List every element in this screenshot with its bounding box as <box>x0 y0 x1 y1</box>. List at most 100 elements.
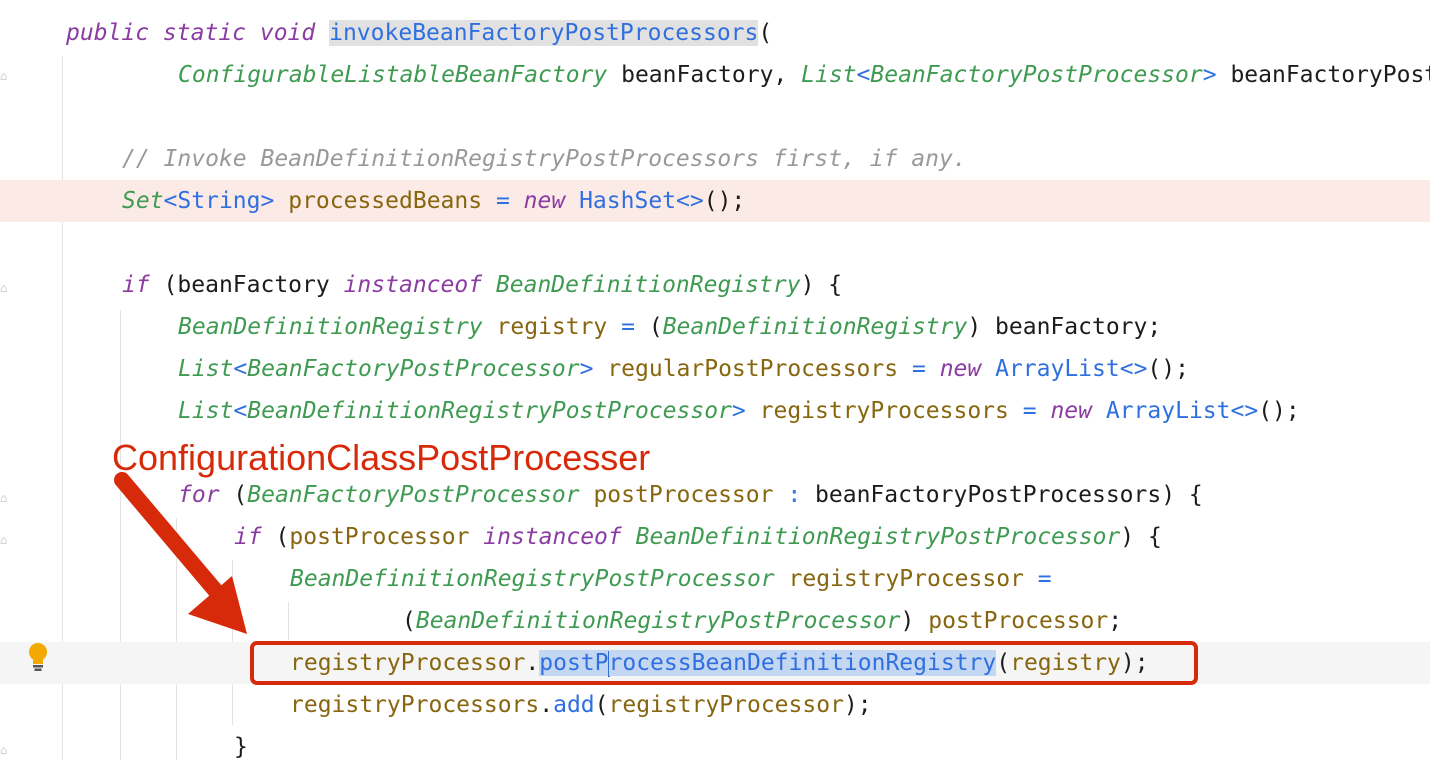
code-line[interactable]: ConfigurableListableBeanFactory beanFact… <box>0 54 1430 96</box>
code-line[interactable]: for (BeanFactoryPostProcessor postProces… <box>0 474 1430 516</box>
fold-marker-icon[interactable]: ⌂ <box>0 533 8 547</box>
code-line[interactable]: BeanDefinitionRegistryPostProcessor regi… <box>0 558 1430 600</box>
code-line[interactable] <box>0 222 1430 264</box>
code-text: public static void invokeBeanFactoryPost… <box>66 12 772 54</box>
code-token: postProcessor <box>928 608 1109 634</box>
fold-marker-icon[interactable]: ⌂ <box>0 491 8 505</box>
code-token: BeanFactoryPostProcessor <box>247 356 580 382</box>
code-token: BeanDefinitionRegistryPostProcessor <box>247 398 732 424</box>
code-token: < <box>856 62 871 88</box>
code-line[interactable]: BeanDefinitionRegistry registry = (BeanD… <box>0 306 1430 348</box>
code-token: // Invoke BeanDefinitionRegistryPostProc… <box>122 146 967 172</box>
annotation-label: ConfigurationClassPostProcesser <box>112 437 651 478</box>
code-token <box>580 482 594 508</box>
code-token: List <box>178 356 234 382</box>
code-text: BeanDefinitionRegistry registry = (BeanD… <box>178 306 1161 348</box>
code-token: = <box>495 188 510 214</box>
indent-guide <box>288 602 289 640</box>
code-text: Set<String> processedBeans = new HashSet… <box>122 180 745 222</box>
code-token: for <box>178 482 220 508</box>
code-token: postProcessor <box>289 524 470 550</box>
code-token: if <box>122 272 150 298</box>
code-line[interactable]: (BeanDefinitionRegistryPostProcessor) po… <box>0 600 1430 642</box>
code-token: List <box>178 398 234 424</box>
code-token: BeanDefinitionRegistry <box>495 272 801 298</box>
code-token <box>746 398 760 424</box>
code-token: registryProcessors <box>290 692 540 718</box>
code-line[interactable]: if (postProcessor instanceof BeanDefinit… <box>0 516 1430 558</box>
code-token: ArrayList <box>1105 398 1231 424</box>
code-token: Set <box>122 188 164 214</box>
code-token <box>1037 398 1051 424</box>
code-token: (); <box>703 188 746 214</box>
code-token: ) <box>900 608 929 634</box>
code-token: . <box>525 650 540 676</box>
fold-marker-icon[interactable]: ⌂ <box>0 69 8 83</box>
code-token: ( <box>758 20 773 46</box>
annotation-highlight-box <box>250 641 1198 685</box>
code-token: postProcessor <box>593 482 774 508</box>
code-line-highlighted[interactable]: Set<String> processedBeans = new HashSet… <box>0 180 1430 222</box>
code-text: if (postProcessor instanceof BeanDefinit… <box>234 516 1162 558</box>
code-token: > <box>731 398 746 424</box>
code-token: HashSet <box>579 188 677 214</box>
code-token <box>1092 398 1106 424</box>
code-token: = <box>1037 566 1052 592</box>
code-token: > <box>579 356 594 382</box>
code-text: List<BeanDefinitionRegistryPostProcessor… <box>178 390 1300 432</box>
code-line[interactable] <box>0 96 1430 138</box>
code-line[interactable]: registryProcessors.add(registryProcessor… <box>0 684 1430 726</box>
code-token <box>622 524 636 550</box>
code-line-current[interactable]: registryProcessor.postProcessBeanDefinit… <box>0 642 1430 684</box>
code-token: beanFactoryPostProcessors) { <box>1230 62 1430 88</box>
code-token: List <box>801 62 857 88</box>
code-line[interactable]: List<BeanFactoryPostProcessor> regularPo… <box>0 348 1430 390</box>
code-token: registryProcessor <box>788 566 1024 592</box>
code-token: instanceof <box>343 272 483 298</box>
code-token: BeanDefinitionRegistry <box>662 314 968 340</box>
code-text: (BeanDefinitionRegistryPostProcessor) po… <box>402 600 1122 642</box>
code-token: ; <box>1108 608 1123 634</box>
code-token <box>1024 566 1038 592</box>
code-token: ); <box>843 692 872 718</box>
code-token <box>607 314 621 340</box>
code-token: public static void <box>66 20 330 46</box>
code-line[interactable]: public static void invokeBeanFactoryPost… <box>0 12 1430 54</box>
code-token: ( <box>996 650 1011 676</box>
code-token <box>898 356 912 382</box>
code-text: for (BeanFactoryPostProcessor postProces… <box>178 474 1203 516</box>
code-token <box>482 272 496 298</box>
code-token: BeanFactoryPostProcessor <box>247 482 580 508</box>
code-token <box>469 524 483 550</box>
code-token: : <box>787 482 802 508</box>
code-token: rocessBeanDefinitionRegistry <box>608 650 997 676</box>
code-token: beanFactoryPostProcessors) { <box>801 482 1203 508</box>
code-line[interactable]: // Invoke BeanDefinitionRegistryPostProc… <box>0 138 1430 180</box>
lightbulb-icon[interactable] <box>26 642 50 672</box>
code-line[interactable]: } <box>0 726 1430 760</box>
code-token: ) beanFactory; <box>967 314 1162 340</box>
code-text: ConfigurableListableBeanFactory beanFact… <box>178 54 1430 96</box>
code-token: < <box>233 356 248 382</box>
code-token: <> <box>1119 356 1148 382</box>
code-token: = <box>621 314 635 340</box>
code-text: BeanDefinitionRegistryPostProcessor regi… <box>290 558 1052 600</box>
code-token: (); <box>1258 398 1300 424</box>
code-token: postP <box>539 650 609 676</box>
code-token: instanceof <box>483 524 622 550</box>
code-token: > <box>260 188 275 214</box>
code-token: <> <box>676 188 704 214</box>
fold-marker-icon[interactable]: ⌂ <box>0 281 8 295</box>
code-token: add <box>553 692 595 718</box>
fold-marker-icon[interactable]: ⌂ <box>0 743 8 757</box>
code-token: beanFactory, <box>607 62 802 88</box>
gutter-separator <box>62 56 63 760</box>
code-token: } <box>234 734 248 760</box>
code-token: BeanDefinitionRegistry <box>178 314 483 340</box>
code-text: } <box>234 726 248 760</box>
code-line[interactable]: if (beanFactory instanceof BeanDefinitio… <box>0 264 1430 306</box>
code-token <box>1009 398 1023 424</box>
code-line[interactable]: List<BeanDefinitionRegistryPostProcessor… <box>0 390 1430 432</box>
code-token: registryProcessor <box>290 650 526 676</box>
